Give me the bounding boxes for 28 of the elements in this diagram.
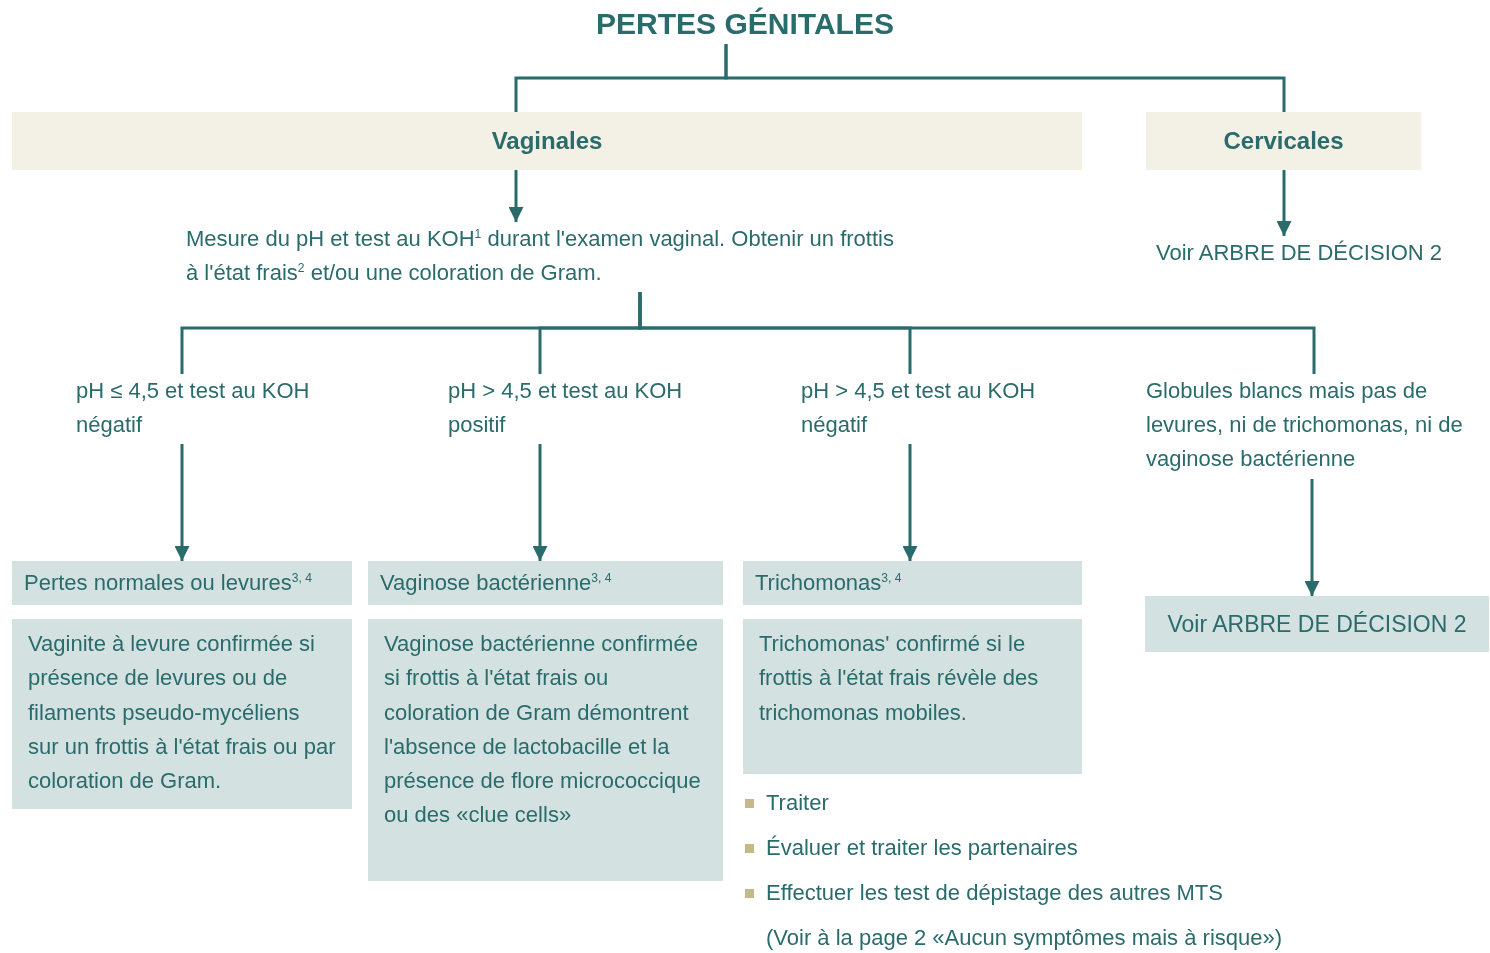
diagram-title: PERTES GÉNITALES [560,4,930,44]
diagnosis-box: Vaginose bactérienne confirmée si frottis à l'état frais ou coloration de Gram démontrent l'absence de lactobacille et la présence de flore micrococcique ou des «clue cells» [368,619,723,881]
diagnosis-header: Pertes normales ou levures$^{3, 4}$ [12,561,352,605]
arrow [902,444,918,561]
step-text: pH > 4,5 et test au KOH négatif [801,374,1081,444]
connector-line [724,44,1286,112]
step-text: Voir ARBRE DE DÉCISION 2 [1156,236,1476,272]
arrow [174,444,190,561]
diagnosis-header: Vaginose bactérienne$^{3, 4}$ [368,561,723,605]
step-text: Mesure du pH et test au KOH$^{1}$ durant l'examen vaginal. Obtenir un frottis à l'état frais$^{2}$ et/ou une coloration de Gram. [186,222,906,292]
arrow [1304,479,1320,596]
note-text: Traiter [766,789,829,817]
arrow [1276,170,1292,236]
step-text: pH ≤ 4,5 et test au KOH négatif [76,374,376,444]
arrow [508,170,524,222]
connector-line [638,292,1316,374]
diagnosis-box: Vaginite à levure confirmée si présence de levures ou de filaments pseudo-mycéliens sur un frottis à l'état frais ou par coloration de Gram. [12,619,352,809]
category-band: Cervicales [1146,112,1421,170]
diagnosis-box: Trichomonas' confirmé si le frottis à l'état frais révèle des trichomonas mobiles. [743,619,1082,774]
category-band: Vaginales [12,112,1082,170]
reference-box: Voir ARBRE DE DÉCISION 2 [1145,596,1489,652]
step-text: pH > 4,5 et test au KOH positif [448,374,718,444]
arrow [532,444,548,561]
note-text: Effectuer les test de dépistage des autres MTS [766,879,1223,907]
note-text: (Voir à la page 2 «Aucun symptômes mais à risque») [766,924,1283,952]
note-text: Évaluer et traiter les partenaires [766,834,1078,862]
step-text: Globules blancs mais pas de levures, ni de trichomonas, ni de vaginose bactérienne [1146,374,1486,479]
diagnosis-header: Trichomonas$^{3, 4}$ [743,561,1082,605]
